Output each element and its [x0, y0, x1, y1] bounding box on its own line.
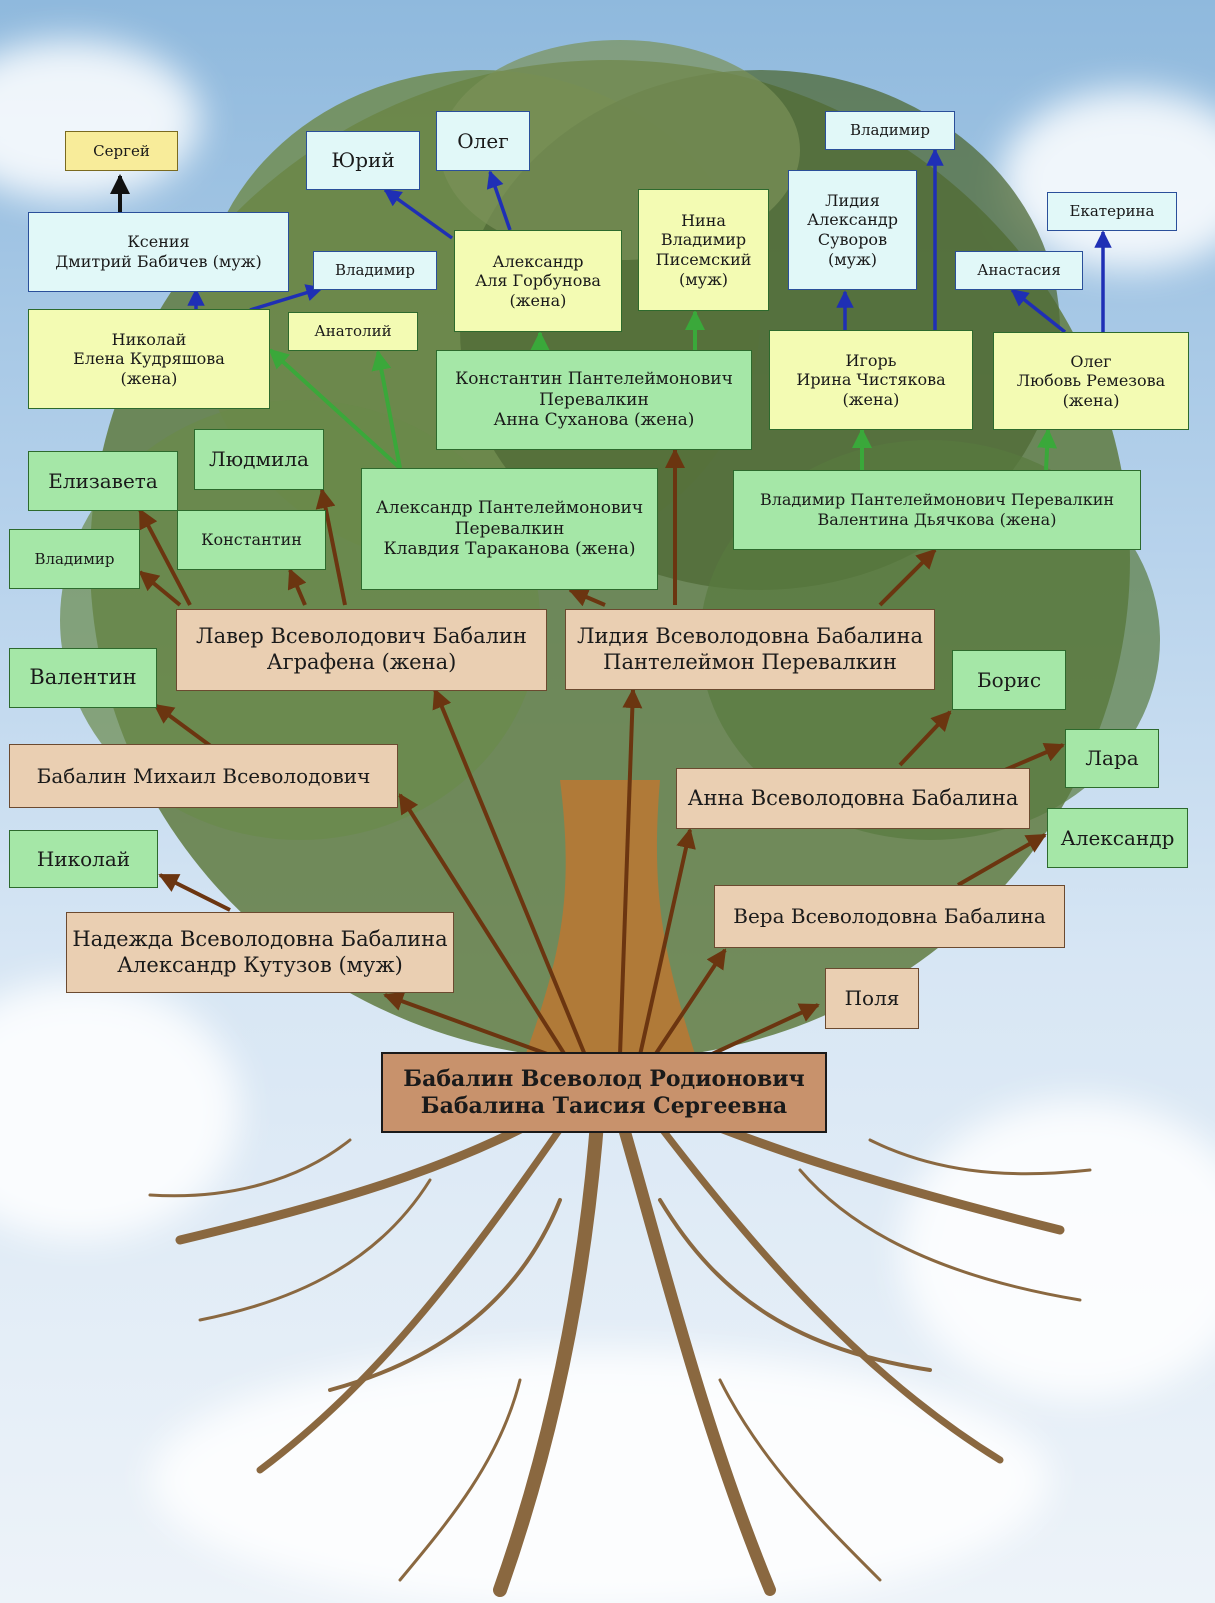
arrow-root-vera	[653, 948, 727, 1057]
arrow-aleksandr-yuriy	[383, 188, 454, 240]
arrow-vladimir-p-oleg	[1037, 428, 1058, 471]
node-aleksandr-p: Александр Пантелеймонович Перевалкин Кла…	[361, 468, 658, 590]
node-anatoliy: Анатолий	[288, 312, 418, 351]
arrow-aleksandr-p-nikolai	[268, 348, 402, 470]
arrow-mikhail-valentin	[153, 703, 214, 749]
node-lidia-2: Лидия Александр Суворов (муж)	[788, 170, 917, 290]
arrow-nadezhda-nikolai	[158, 873, 231, 912]
node-nikolai-2: Николай Елена Кудряшова (жена)	[28, 309, 270, 409]
green-arrows	[268, 310, 1058, 471]
arrow-laver-vladimir	[138, 570, 182, 607]
node-aleksandr-1: Александр	[1047, 808, 1188, 868]
node-vladimir-1: Владимир	[9, 529, 140, 589]
arrow-anna-boris	[898, 710, 952, 767]
node-konstantin-1: Константин	[177, 510, 326, 570]
node-polya: Поля	[825, 968, 919, 1029]
node-konstantin-p: Константин Пантелеймонович Перевалкин Ан…	[436, 350, 752, 450]
arrow-vera-aleksandr	[957, 833, 1047, 887]
node-sergei: Сергей	[65, 131, 178, 171]
node-mikhail: Бабалин Михаил Всеволодович	[9, 744, 398, 808]
node-lidia: Лидия Всеволодовна Бабалина Пантелеймон …	[565, 609, 935, 690]
node-elizaveta: Елизавета	[28, 451, 178, 511]
node-ekaterina: Екатерина	[1047, 192, 1177, 231]
arrow-laver-lyudmila	[315, 488, 347, 606]
arrow-laver-elizaveta	[138, 508, 192, 606]
node-nina: Нина Владимир Писемский (муж)	[638, 189, 769, 311]
arrow-root-anna	[638, 828, 696, 1056]
node-ksenia: Ксения Дмитрий Бабичев (муж)	[28, 212, 289, 292]
tree-roots	[148, 1073, 1092, 1597]
arrow-oleg-anastasia	[1010, 288, 1067, 334]
node-vladimir-p: Владимир Пантелеймонович Перевалкин Вале…	[733, 470, 1141, 550]
arrow-lidia-aleksandr-p	[568, 587, 606, 607]
node-root-couple: Бабалин Всеволод Родионович Бабалина Таи…	[381, 1052, 827, 1133]
node-aleksandr-2: Александр Аля Горбунова (жена)	[454, 230, 622, 332]
arrow-root-lidia	[618, 688, 643, 1056]
node-vladimir-2: Владимир	[313, 251, 437, 290]
node-anna: Анна Всеволодовна Бабалина	[676, 768, 1030, 829]
brown-arrows	[138, 448, 1065, 1057]
node-nadezhda: Надежда Всеволодовна Бабалина Александр …	[66, 912, 454, 993]
node-lyudmila: Людмила	[194, 429, 324, 490]
relationship-arrows	[110, 148, 1112, 1057]
blue-arrows	[187, 148, 1112, 334]
node-nikolai-1: Николай	[9, 830, 158, 888]
node-lara: Лара	[1065, 729, 1159, 788]
arrow-laver-konstantin	[287, 568, 307, 606]
node-oleg-1: Олег	[436, 111, 530, 171]
node-boris: Борис	[952, 650, 1066, 710]
arrow-lidia-vladimir-p	[878, 548, 937, 607]
node-yuriy: Юрий	[306, 131, 420, 190]
node-anastasia: Анастасия	[955, 251, 1083, 290]
arrow-root-polya	[709, 1003, 820, 1057]
arrow-root-laver	[432, 688, 587, 1056]
node-oleg-2: Олег Любовь Ремезова (жена)	[993, 332, 1189, 430]
node-vera: Вера Всеволодовна Бабалина	[714, 885, 1065, 948]
node-vladimir-3: Владимир	[825, 111, 955, 150]
arrow-anna-lara	[1004, 742, 1065, 772]
arrow-aleksandr-p-anatoliy	[371, 350, 402, 469]
node-igor: Игорь Ирина Чистякова (жена)	[769, 330, 973, 430]
arrow-nikolai-vladimir	[249, 284, 324, 312]
tree-trunk	[520, 780, 700, 1070]
arrow-root-nadezhda	[383, 991, 551, 1057]
node-valentin: Валентин	[9, 648, 157, 708]
cloud	[900, 1100, 1215, 1400]
arrow-root-mikhail	[398, 793, 567, 1057]
cloud	[0, 40, 200, 200]
arrow-aleksandr-oleg	[486, 170, 512, 231]
node-laver: Лавер Всеволодович Бабалин Аграфена (жен…	[176, 609, 547, 691]
